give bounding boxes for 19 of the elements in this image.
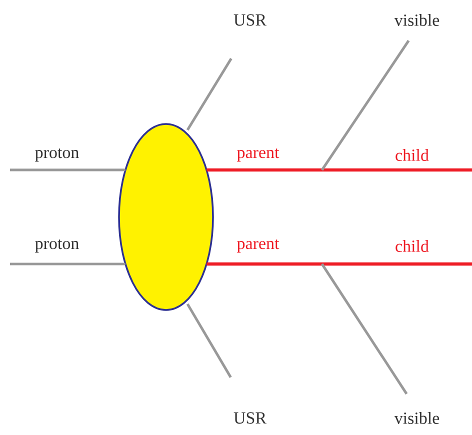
edge-label: proton xyxy=(35,239,79,253)
line xyxy=(320,40,410,171)
particle-label: USR xyxy=(234,14,266,26)
line xyxy=(206,168,472,172)
edge-label: proton xyxy=(35,148,79,162)
line xyxy=(186,303,232,378)
particle-label: visible xyxy=(394,412,440,424)
particle-label: USR xyxy=(234,412,266,424)
line-label: child xyxy=(396,149,429,161)
line xyxy=(10,262,126,266)
line xyxy=(10,168,126,172)
line xyxy=(186,58,232,131)
particle-label: visible xyxy=(394,14,440,26)
line xyxy=(320,263,408,395)
line xyxy=(206,262,472,266)
blob-ellipse xyxy=(118,123,214,311)
edge-label: parent xyxy=(237,148,280,162)
line-label: child xyxy=(396,240,429,252)
edge-label: parent xyxy=(237,239,280,253)
